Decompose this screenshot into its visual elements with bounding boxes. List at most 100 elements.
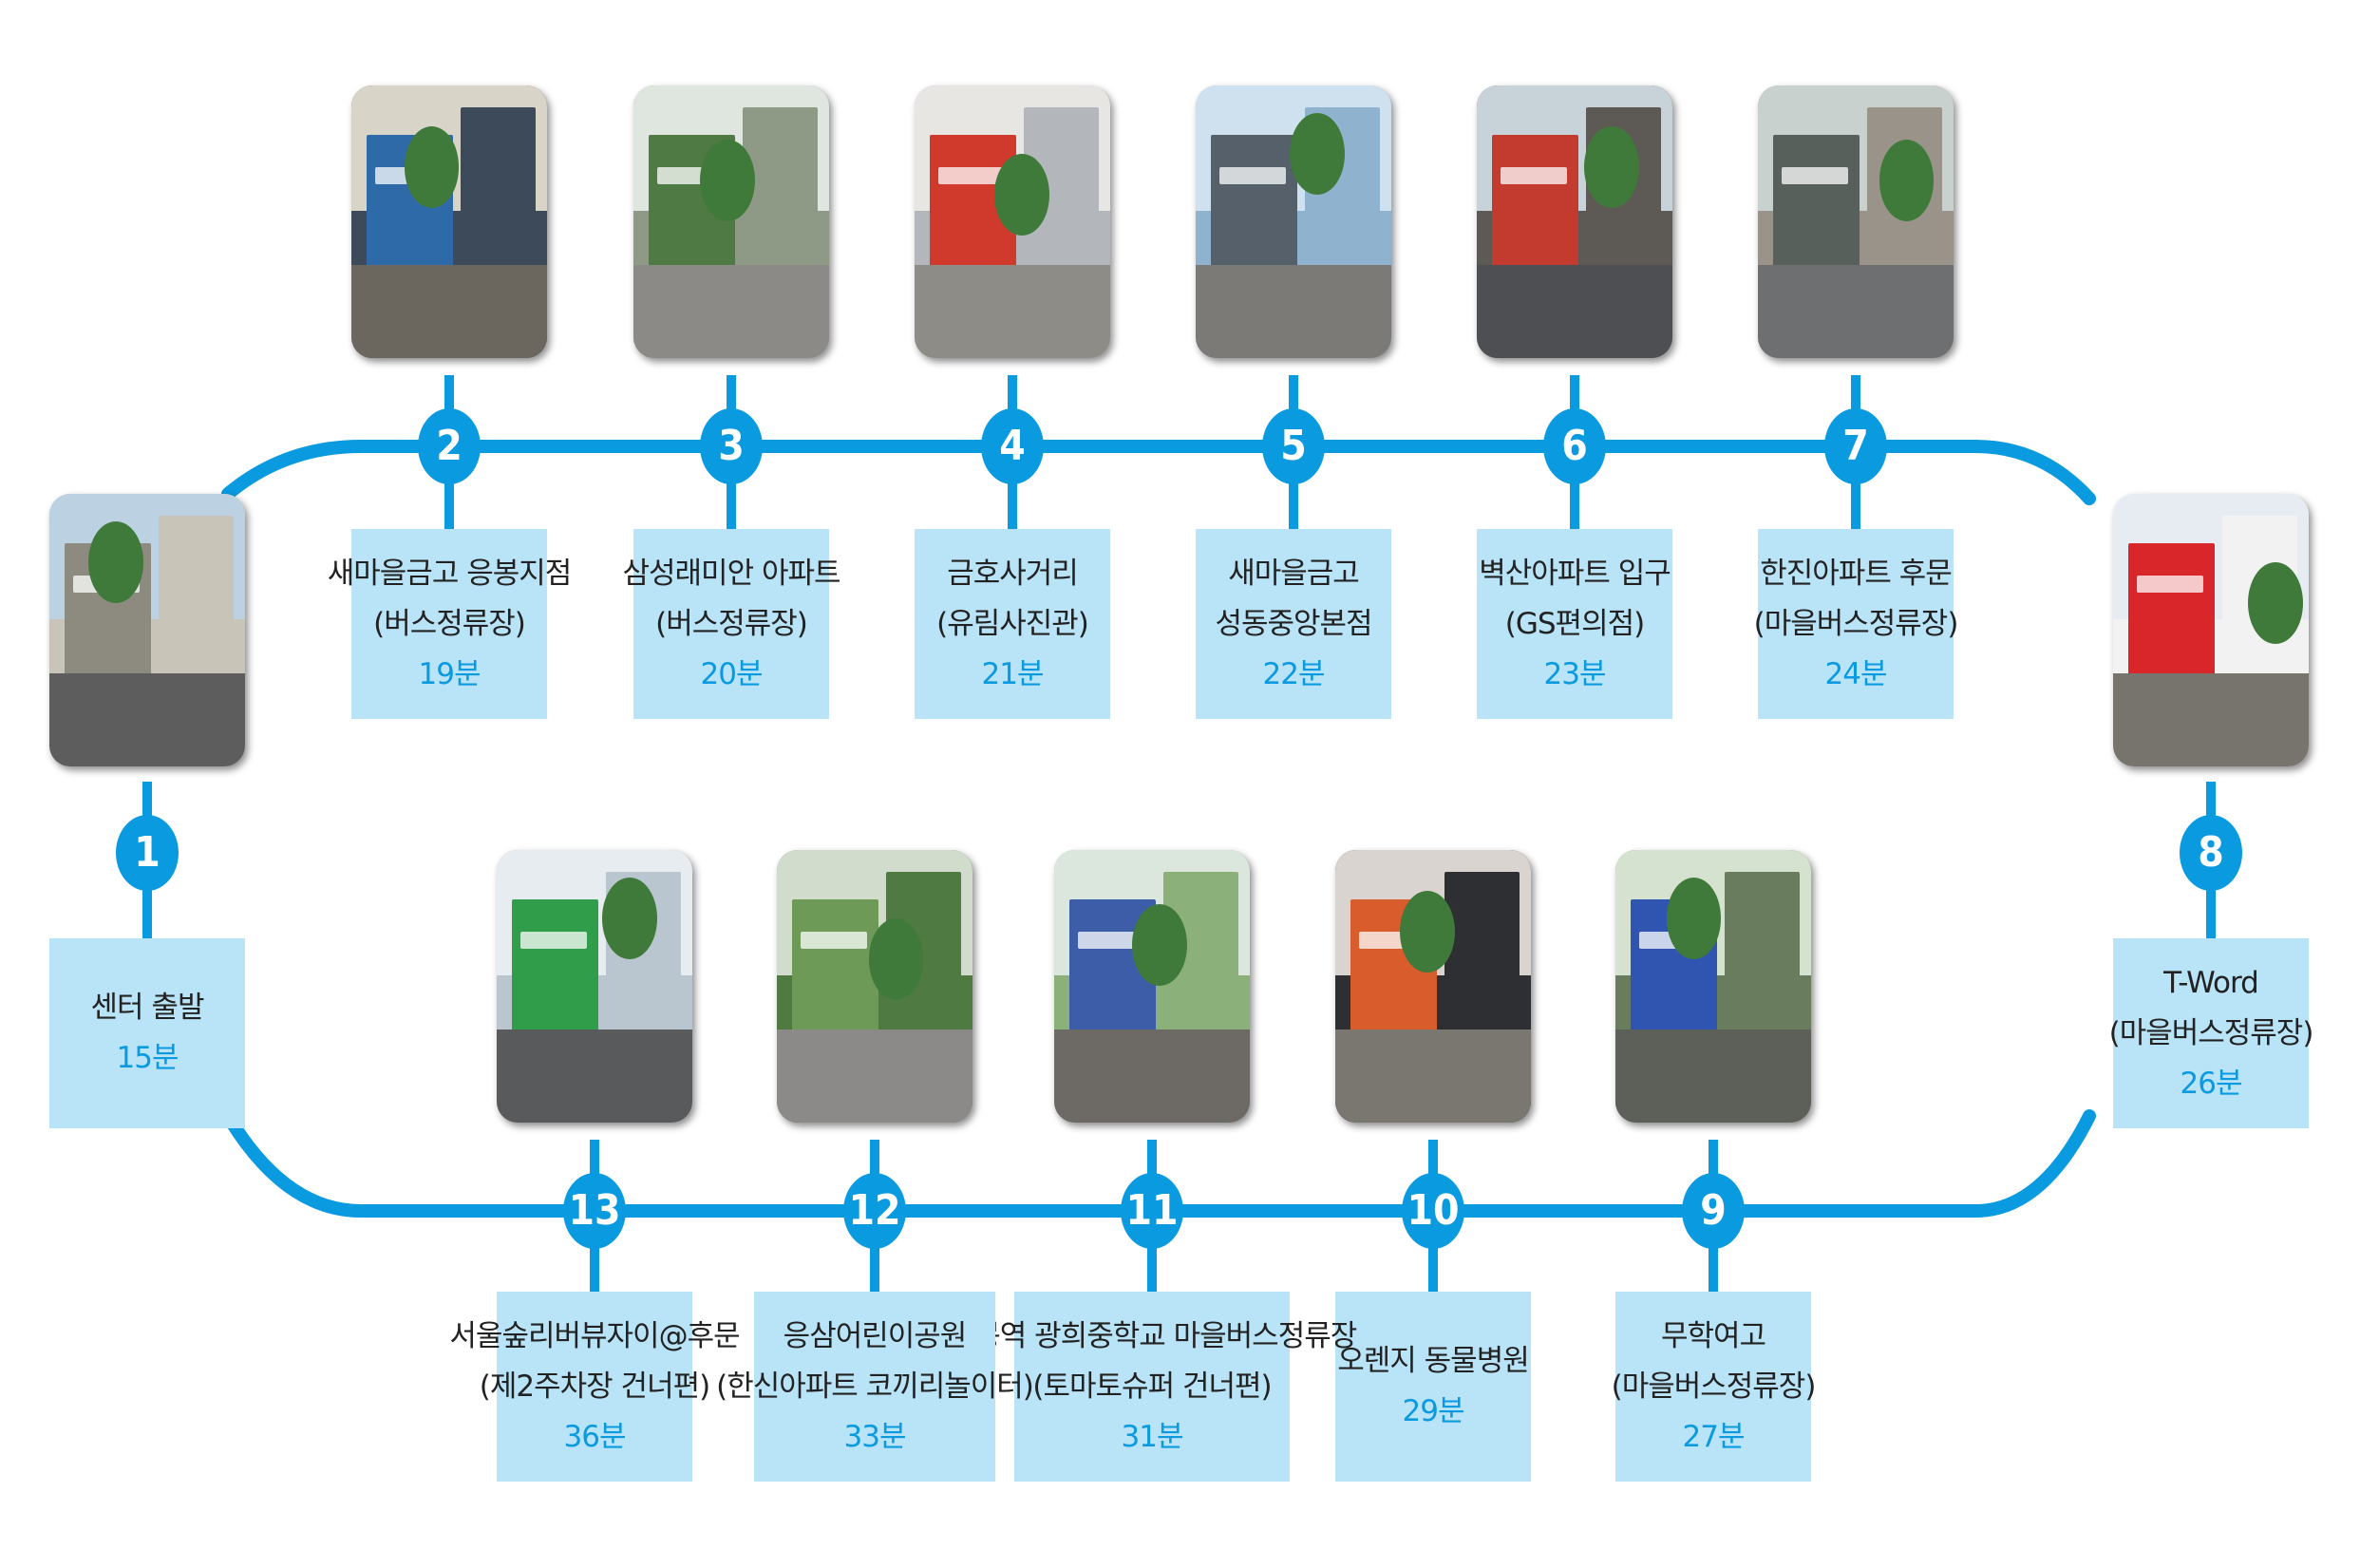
marker-connector — [590, 1140, 599, 1197]
marker-connector — [870, 1225, 879, 1292]
stop-name-line: 응삼어린이공원 — [783, 1318, 968, 1353]
photo-road — [2113, 673, 2309, 766]
stop-number: 4 — [999, 422, 1026, 470]
photo-tree — [2248, 561, 2303, 644]
stop-name-line: 서울숲리버뷰자이@후문 — [449, 1318, 740, 1353]
stop-arrival-time: 15분 — [116, 1041, 179, 1075]
photo-tree — [700, 140, 755, 222]
stop-number: 13 — [568, 1186, 621, 1235]
photo-road — [1615, 1030, 1811, 1123]
stop-label-box: 한진아파트 후문(마을버스정류장)24분 — [1754, 529, 1958, 719]
stop-arrival-time: 29분 — [1402, 1394, 1465, 1428]
stop-name-line: 센터 출발 — [90, 991, 205, 1025]
marker-connector — [1289, 461, 1298, 529]
stop-name-line: (제2주차장 건너편) — [479, 1369, 710, 1404]
stop-label-box: 무학여고(마을버스정류장)27분 — [1612, 1292, 1816, 1482]
stop-arrival-time: 31분 — [1121, 1419, 1184, 1454]
stop-number-marker: 7 — [1824, 408, 1887, 484]
photo-road — [351, 265, 547, 358]
photo-tree — [1289, 112, 1345, 195]
marker-connector — [1851, 461, 1860, 529]
stop-name-line: 한진아파트 후문 — [1760, 556, 1952, 591]
marker-connector — [142, 867, 152, 938]
photo-signboard — [1781, 167, 1848, 185]
marker-connector — [1008, 461, 1017, 529]
stop-photo — [497, 850, 692, 1123]
photo-signboard — [937, 167, 1005, 185]
photo-road — [49, 673, 245, 766]
photo-tree — [1879, 140, 1935, 222]
stop-number-marker: 11 — [1121, 1173, 1183, 1249]
stop-number: 3 — [718, 422, 745, 470]
stop-name-line: (GS편의점) — [1504, 606, 1645, 641]
stop-label-box: 금호사거리(유림사진관)21분 — [915, 529, 1110, 719]
stop-number: 10 — [1407, 1186, 1460, 1235]
stop-number-marker: 13 — [563, 1173, 626, 1249]
stop-label-box: 응삼어린이공원(한신아파트 코끼리놀이터)33분 — [716, 1292, 1034, 1482]
photo-tree — [602, 877, 657, 959]
stop-name-line: (유림사진관) — [936, 606, 1089, 641]
stop-photo — [1477, 85, 1672, 358]
stop-label-box: 센터 출발 15분 — [49, 938, 245, 1128]
stop-number: 7 — [1842, 422, 1869, 470]
stop-name-line: 새마을금고 — [1228, 556, 1360, 591]
stop-number-marker: 9 — [1682, 1173, 1745, 1249]
photo-tree — [1132, 904, 1188, 987]
marker-connector — [1709, 1225, 1718, 1292]
stop-photo — [2113, 494, 2309, 766]
photo-building — [1444, 871, 1520, 1052]
photo-building — [2128, 542, 2216, 696]
photo-signboard — [1500, 167, 1567, 185]
stop-number: 1 — [134, 828, 160, 877]
photo-tree — [1666, 877, 1722, 959]
marker-connector — [1289, 375, 1298, 432]
stop-photo — [915, 85, 1110, 358]
stop-number-marker: 4 — [981, 408, 1044, 484]
stop-name-line: 새마을금고 응봉지점 — [327, 556, 573, 591]
stop-arrival-time: 19분 — [418, 656, 481, 691]
stop-number-marker: 5 — [1262, 408, 1325, 484]
stop-number-marker: 2 — [418, 408, 481, 484]
marker-connector — [1147, 1225, 1157, 1292]
marker-connector — [870, 1140, 879, 1197]
stop-label-box: 새마을금고 응봉지점(버스정류장)19분 — [328, 529, 572, 719]
stop-arrival-time: 22분 — [1262, 656, 1326, 691]
photo-tree — [1399, 891, 1455, 973]
stop-name-line: 무학여고 — [1660, 1318, 1766, 1353]
stop-photo — [1335, 850, 1531, 1123]
photo-building — [461, 106, 536, 288]
marker-connector — [1147, 1140, 1157, 1197]
stop-label-box: 벽산아파트 입구(GS편의점)23분 — [1477, 529, 1672, 719]
photo-building — [1492, 134, 1579, 288]
photo-building — [512, 898, 599, 1052]
photo-road — [777, 1030, 972, 1123]
marker-connector — [590, 1225, 599, 1292]
photo-tree — [868, 917, 924, 1000]
marker-connector — [142, 782, 152, 839]
photo-signboard — [519, 932, 587, 950]
marker-connector — [1570, 461, 1579, 529]
stop-label-box: 삼성래미안 아파트(버스정류장)20분 — [623, 529, 841, 719]
stop-number-marker: 12 — [843, 1173, 906, 1249]
stop-name-line: 오렌지 동물병원 — [1337, 1344, 1529, 1378]
stop-name-line: 응봉역 광희중학교 마을버스정류장 — [947, 1318, 1358, 1353]
photo-road — [1196, 265, 1391, 358]
stop-label-box: T-Word(마을버스정류장)26분 — [2109, 938, 2313, 1128]
stop-number: 5 — [1280, 422, 1307, 470]
stop-number: 8 — [2198, 828, 2224, 877]
photo-road — [497, 1030, 692, 1123]
stop-arrival-time: 20분 — [700, 656, 764, 691]
marker-connector — [2206, 867, 2216, 938]
stop-name-line: (토마토슈퍼 건너편) — [1032, 1369, 1272, 1404]
stop-arrival-time: 27분 — [1682, 1419, 1746, 1454]
photo-signboard — [800, 932, 867, 950]
stop-arrival-time: 26분 — [2180, 1066, 2243, 1101]
marker-connector — [1008, 375, 1017, 432]
stop-name-line: (마을버스정류장) — [1753, 606, 1959, 641]
stop-arrival-time: 23분 — [1543, 656, 1607, 691]
stop-photo — [1758, 85, 1954, 358]
stop-photo — [777, 850, 972, 1123]
marker-connector — [1428, 1140, 1438, 1197]
marker-connector — [1709, 1140, 1718, 1197]
